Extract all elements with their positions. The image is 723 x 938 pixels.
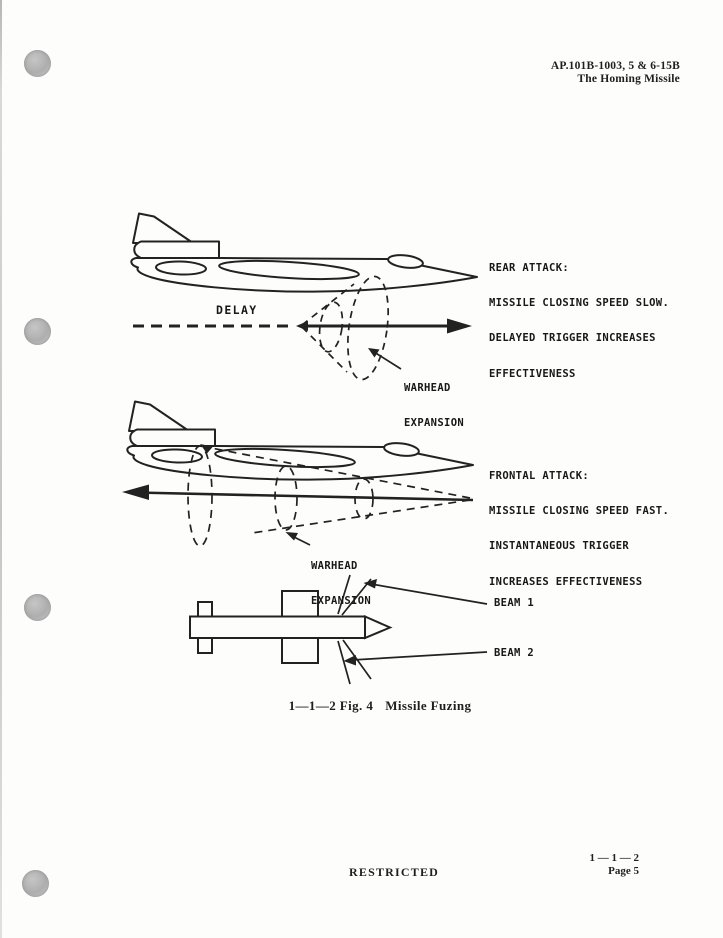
frontal-warhead-expansion-cone	[187, 445, 471, 547]
frontal-cone-arrowhead	[200, 444, 213, 454]
punch-hole	[24, 50, 51, 77]
rear-attack-note: REAR ATTACK: MISSILE CLOSING SPEED SLOW.…	[489, 261, 670, 380]
frontal-attack-arrow	[122, 484, 474, 502]
figure-caption: 1—1—2 Fig. 4 Missile Fuzing	[0, 698, 723, 713]
page-number-block: 1 — 1 — 2 Page 5	[590, 852, 640, 878]
page-header: AP.101B-1003, 5 & 6-15B The Homing Missi…	[551, 60, 680, 86]
punch-hole	[22, 870, 49, 897]
doc-reference: AP.101B-1003, 5 & 6-15B	[550, 60, 680, 72]
rear-attack-arrow	[133, 318, 472, 334]
section-reference: 1 — 1 — 2	[589, 852, 640, 864]
beam2-label: BEAM 2	[494, 647, 535, 659]
page-edge-shadow	[0, 0, 2, 938]
aircraft-rear-attack	[130, 212, 478, 293]
frontal-warhead-leader-arrow	[285, 532, 311, 546]
punch-hole	[24, 594, 51, 621]
figure-caption-ref: 1—1—2 Fig. 4	[288, 698, 374, 713]
frontal-attack-note: FRONTAL ATTACK: MISSILE CLOSING SPEED FA…	[489, 469, 670, 588]
page-number: Page 5	[608, 865, 639, 877]
beam1-leader-arrow	[363, 579, 488, 605]
doc-title: The Homing Missile	[577, 73, 680, 85]
beam1-label: BEAM 1	[494, 597, 535, 609]
rear-warhead-expansion-cone	[301, 275, 390, 381]
delay-label: DELAY	[216, 303, 258, 317]
frontal-warhead-expansion-label: WARHEAD EXPANSION	[311, 559, 372, 607]
rear-warhead-expansion-label: WARHEAD EXPANSION	[404, 381, 465, 429]
classification-marking: RESTRICTED	[349, 865, 440, 879]
punch-hole	[24, 318, 51, 345]
rear-warhead-leader-arrow	[368, 348, 402, 370]
figure-caption-title: Missile Fuzing	[385, 698, 472, 713]
beam2-leader-arrow	[343, 651, 488, 666]
